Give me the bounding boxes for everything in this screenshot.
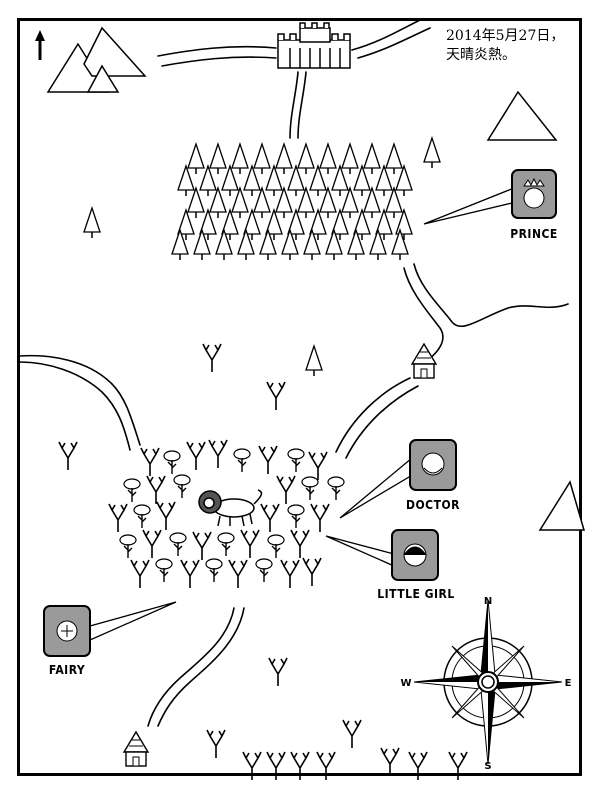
- caption-date: 2014年5月27日，: [446, 28, 565, 44]
- prince-label: PRINCE: [510, 227, 558, 241]
- prince-crowned-head-icon: [523, 177, 545, 209]
- doctor-bearded-head-icon: [421, 452, 445, 476]
- fairy-sparkle-icon: [56, 620, 78, 642]
- compass-west-label: W: [400, 678, 411, 689]
- character-prince[interactable]: PRINCE: [423, 169, 558, 241]
- date-caption: 2014年5月27日， 天晴炎熱。: [446, 27, 586, 65]
- little-girl-label: LITTLE GIRL: [377, 587, 454, 601]
- pine-tree-icon: [305, 345, 323, 377]
- compass-east-label: E: [565, 678, 572, 689]
- mountain-top-right: [486, 90, 558, 141]
- hut-icon: [123, 731, 149, 767]
- pine-forest: [171, 143, 413, 261]
- caption-weather: 天晴炎熱。: [446, 47, 516, 63]
- mountains-top-left: [46, 26, 147, 93]
- girl-head-icon: [403, 543, 427, 567]
- compass-rose-icon: N S E W: [400, 596, 571, 772]
- doctor-label: DOCTOR: [406, 498, 460, 512]
- fairy-label: FAIRY: [49, 663, 85, 677]
- mountain-right-edge: [538, 480, 585, 531]
- compass-south-label: S: [484, 761, 491, 772]
- character-little-girl[interactable]: LITTLE GIRL: [325, 529, 455, 601]
- character-doctor[interactable]: DOCTOR: [339, 439, 460, 519]
- pine-tree-icon: [423, 137, 441, 169]
- pine-tree-icon: [83, 207, 101, 239]
- north-arrow-icon: [35, 30, 45, 60]
- hut-icon: [411, 343, 437, 379]
- roads: [19, 19, 569, 727]
- lion-icon: [198, 489, 263, 527]
- compass-north-label: N: [484, 596, 492, 607]
- character-fairy[interactable]: FAIRY: [43, 601, 177, 677]
- castle-icon: [277, 22, 351, 69]
